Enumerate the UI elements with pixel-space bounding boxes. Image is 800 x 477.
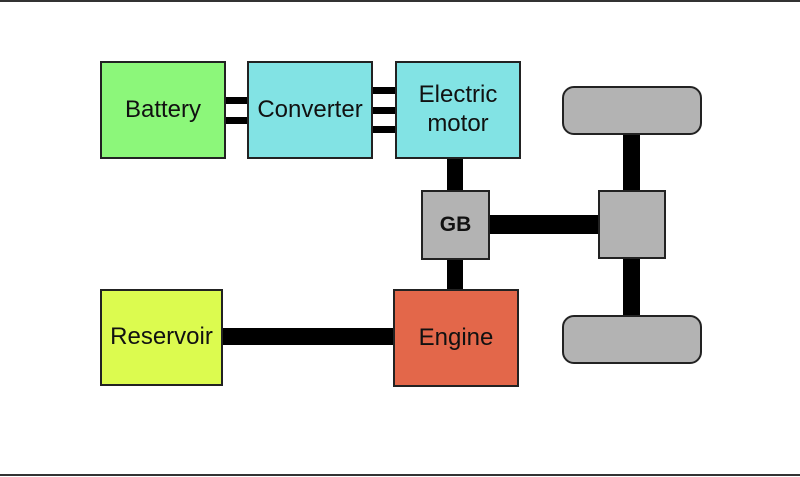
- reservoir-box: Reservoir: [100, 289, 223, 386]
- battery-label: Battery: [124, 95, 202, 123]
- converter-box: Converter: [247, 61, 373, 159]
- differential-box: [598, 190, 666, 259]
- battery-converter-link-1: [224, 97, 248, 104]
- driveshaft: [488, 215, 600, 234]
- electric-motor-box: Electric motor: [395, 61, 521, 159]
- converter-motor-link-1: [372, 87, 396, 94]
- bottom-rule: [0, 474, 800, 476]
- converter-motor-link-2: [372, 107, 396, 114]
- front-wheel: [562, 86, 702, 135]
- engine-box: Engine: [393, 289, 519, 387]
- top-rule: [0, 0, 800, 2]
- battery-box: Battery: [100, 61, 226, 159]
- fuel-line: [220, 328, 395, 345]
- rear-wheel: [562, 315, 702, 364]
- motor-gearbox-shaft: [447, 156, 463, 192]
- reservoir-label: Reservoir: [110, 323, 213, 351]
- converter-motor-link-3: [372, 126, 396, 133]
- electric-motor-label: Electric motor: [418, 81, 498, 137]
- engine-label: Engine: [418, 323, 494, 351]
- engine-gearbox-shaft: [447, 257, 463, 291]
- gearbox-box: GB: [421, 190, 490, 260]
- converter-label: Converter: [257, 95, 363, 123]
- gearbox-label: GB: [439, 213, 472, 237]
- battery-converter-link-2: [224, 117, 248, 124]
